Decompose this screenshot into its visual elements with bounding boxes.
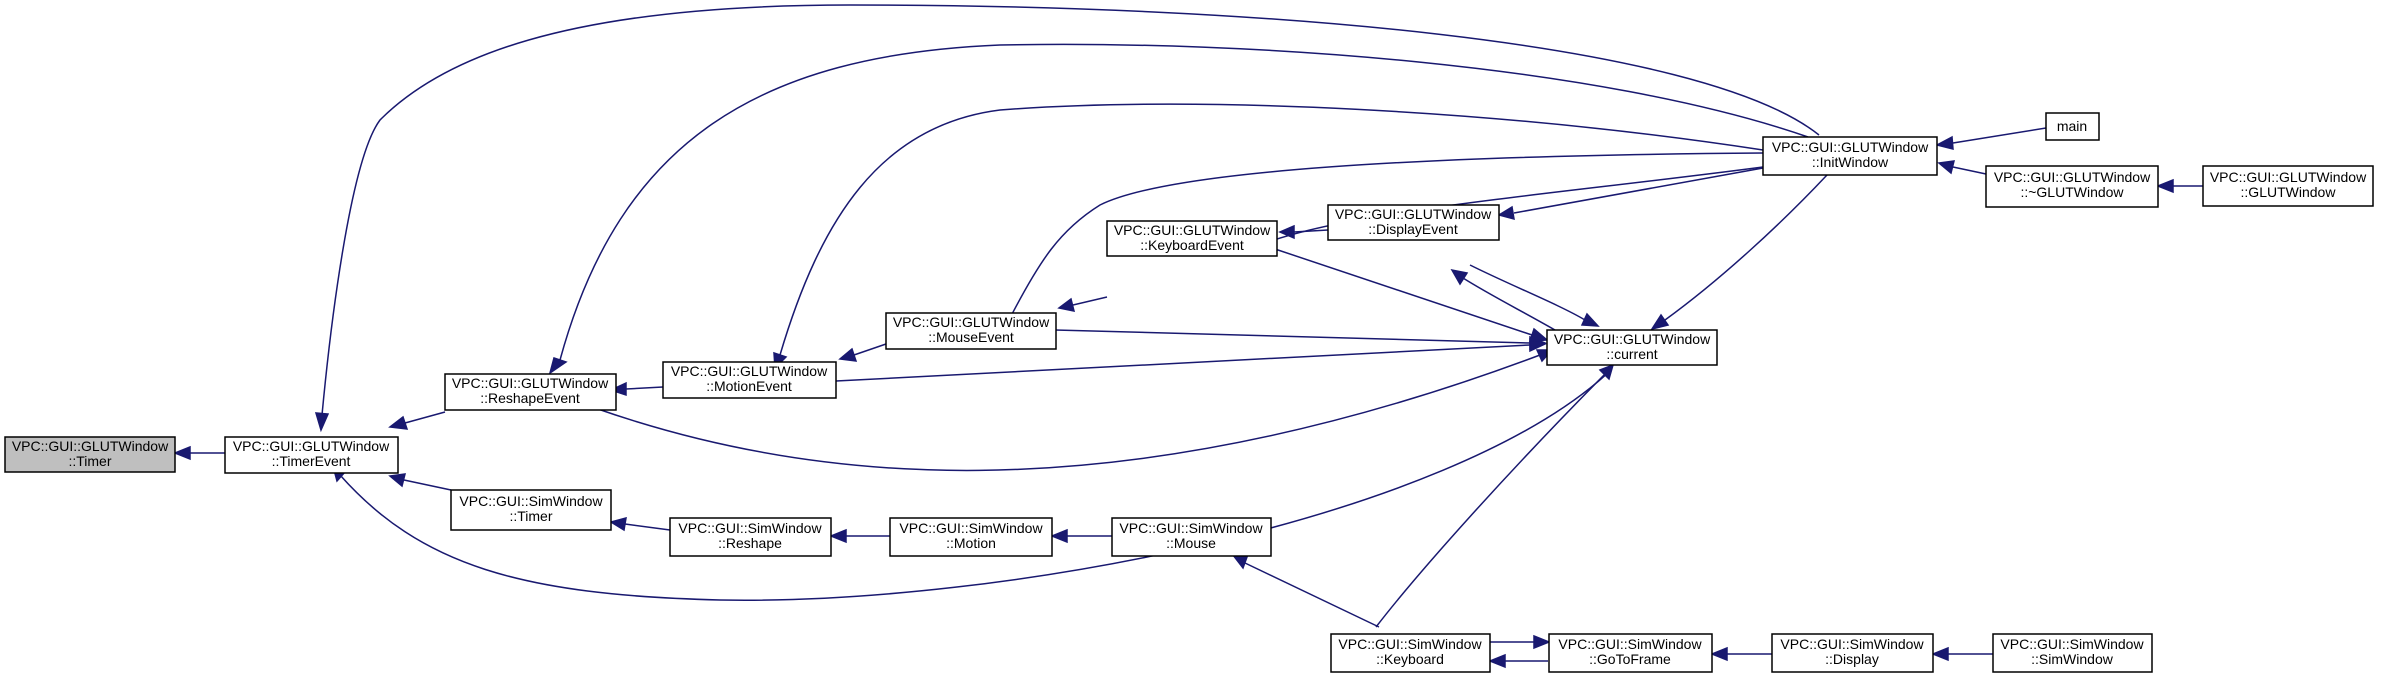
- svg-text:::SimWindow: ::SimWindow: [2031, 651, 2114, 667]
- node-simwindow-reshape[interactable]: VPC::GUI::SimWindow ::Reshape: [669, 517, 832, 557]
- svg-text:VPC::GUI::GLUTWindow: VPC::GUI::GLUTWindow: [1994, 169, 2151, 185]
- svg-text:::Mouse: ::Mouse: [1166, 535, 1216, 551]
- edge-current-displayevent: [1450, 268, 1556, 331]
- node-glutwindow-destructor[interactable]: VPC::GUI::GLUTWindow ::~GLUTWindow: [1985, 165, 2159, 208]
- edge-dtor-initwindow: [1937, 160, 1987, 175]
- node-main[interactable]: main: [2045, 112, 2100, 141]
- edge-keyboardevent-mouseevent: [1057, 296, 1108, 312]
- edge-timerevent-timer: [172, 445, 225, 461]
- node-glutwindow-displayevent[interactable]: VPC::GUI::GLUTWindow ::DisplayEvent: [1327, 204, 1500, 241]
- svg-text:VPC::GUI::GLUTWindow: VPC::GUI::GLUTWindow: [452, 375, 609, 391]
- svg-text:VPC::GUI::GLUTWindow: VPC::GUI::GLUTWindow: [233, 438, 390, 454]
- node-simwindow-gotoframe[interactable]: VPC::GUI::SimWindow ::GoToFrame: [1548, 633, 1713, 673]
- edge-current-initwindow: [1650, 174, 1828, 331]
- svg-text:VPC::GUI::SimWindow: VPC::GUI::SimWindow: [2000, 636, 2144, 652]
- svg-text:::Timer: ::Timer: [68, 453, 111, 469]
- node-glutwindow-timerevent[interactable]: VPC::GUI::GLUTWindow ::TimerEvent: [224, 436, 399, 474]
- svg-text:VPC::GUI::SimWindow: VPC::GUI::SimWindow: [1119, 520, 1263, 536]
- svg-text:::current: ::current: [1606, 346, 1657, 362]
- svg-text:main: main: [2057, 118, 2087, 134]
- node-glutwindow-motionevent[interactable]: VPC::GUI::GLUTWindow ::MotionEvent: [662, 361, 837, 399]
- edge-main-initwindow: [1934, 127, 2047, 150]
- svg-text:::ReshapeEvent: ::ReshapeEvent: [480, 390, 580, 406]
- node-glutwindow-constructor[interactable]: VPC::GUI::GLUTWindow ::GLUTWindow: [2202, 165, 2374, 207]
- svg-text:::~GLUTWindow: ::~GLUTWindow: [2020, 184, 2124, 200]
- edge-mouseevent-current: [1054, 329, 1548, 351]
- svg-text:::Display: ::Display: [1825, 651, 1879, 667]
- node-glutwindow-timer[interactable]: VPC::GUI::GLUTWindow ::Timer: [4, 436, 176, 473]
- edge-simtimer-timerevent: [388, 473, 452, 491]
- svg-text:::GoToFrame: ::GoToFrame: [1589, 651, 1671, 667]
- svg-text:::Reshape: ::Reshape: [718, 535, 782, 551]
- node-simwindow-constructor[interactable]: VPC::GUI::SimWindow ::SimWindow: [1992, 633, 2153, 673]
- node-simwindow-keyboard[interactable]: VPC::GUI::SimWindow ::Keyboard: [1330, 633, 1491, 673]
- svg-text:VPC::GUI::GLUTWindow: VPC::GUI::GLUTWindow: [671, 363, 828, 379]
- svg-text:VPC::GUI::GLUTWindow: VPC::GUI::GLUTWindow: [1554, 331, 1711, 347]
- edge-simkeyboard-simmouse: [1231, 553, 1380, 628]
- svg-text:VPC::GUI::SimWindow: VPC::GUI::SimWindow: [678, 520, 822, 536]
- graph-edges: [172, 4, 2203, 669]
- svg-text:VPC::GUI::SimWindow: VPC::GUI::SimWindow: [1338, 636, 1482, 652]
- svg-text:::GLUTWindow: ::GLUTWindow: [2241, 184, 2337, 200]
- svg-text:VPC::GUI::SimWindow: VPC::GUI::SimWindow: [899, 520, 1043, 536]
- edge-simmotion-simreshape: [828, 528, 890, 544]
- edge-simctor-simdisplay: [1930, 646, 1993, 662]
- svg-text:VPC::GUI::GLUTWindow: VPC::GUI::GLUTWindow: [893, 314, 1050, 330]
- node-glutwindow-reshapeevent[interactable]: VPC::GUI::GLUTWindow ::ReshapeEvent: [444, 373, 617, 411]
- svg-text:VPC::GUI::GLUTWindow: VPC::GUI::GLUTWindow: [1335, 206, 1492, 222]
- edge-motionevent-reshapeevent: [608, 381, 664, 397]
- svg-text:VPC::GUI::SimWindow: VPC::GUI::SimWindow: [459, 493, 603, 509]
- edge-simdisplay-gotoframe: [1709, 646, 1772, 662]
- node-simwindow-motion[interactable]: VPC::GUI::SimWindow ::Motion: [889, 517, 1053, 557]
- edge-keyboardevent-current: [1274, 248, 1549, 342]
- svg-text:::Timer: ::Timer: [509, 508, 552, 524]
- svg-text:::Motion: ::Motion: [946, 535, 996, 551]
- svg-text:VPC::GUI::GLUTWindow: VPC::GUI::GLUTWindow: [1772, 139, 1929, 155]
- edge-initwindow-keyboardevent: [1243, 166, 1764, 253]
- svg-text:::Keyboard: ::Keyboard: [1376, 651, 1444, 667]
- svg-text:::TimerEvent: ::TimerEvent: [272, 453, 351, 469]
- edge-simmouse-simmotion: [1049, 528, 1112, 544]
- node-glutwindow-keyboardevent[interactable]: VPC::GUI::GLUTWindow ::KeyboardEvent: [1106, 220, 1278, 257]
- svg-text:VPC::GUI::SimWindow: VPC::GUI::SimWindow: [1558, 636, 1702, 652]
- svg-text:VPC::GUI::GLUTWindow: VPC::GUI::GLUTWindow: [1114, 222, 1271, 238]
- svg-text:::MotionEvent: ::MotionEvent: [706, 378, 792, 394]
- edge-simkeyboard-gotoframe: [1490, 634, 1552, 650]
- node-glutwindow-mouseevent[interactable]: VPC::GUI::GLUTWindow ::MouseEvent: [885, 312, 1057, 350]
- node-simwindow-display[interactable]: VPC::GUI::SimWindow ::Display: [1771, 633, 1934, 673]
- svg-text:VPC::GUI::SimWindow: VPC::GUI::SimWindow: [1780, 636, 1924, 652]
- edge-initwindow-timerevent: [314, 4, 1820, 433]
- svg-text:::KeyboardEvent: ::KeyboardEvent: [1140, 237, 1244, 253]
- edge-initwindow-reshapeevent: [548, 43, 1809, 375]
- edge-gotoframe-simkeyboard: [1487, 653, 1548, 669]
- svg-text:::DisplayEvent: ::DisplayEvent: [1368, 221, 1458, 237]
- edge-ctor-dtor: [2155, 178, 2203, 194]
- edge-initwindow-displayevent: [1497, 167, 1764, 221]
- edge-displayevent-current: [1469, 264, 1600, 327]
- edge-simreshape-simtimer: [609, 516, 671, 532]
- svg-text:VPC::GUI::GLUTWindow: VPC::GUI::GLUTWindow: [12, 438, 169, 454]
- node-simwindow-mouse[interactable]: VPC::GUI::SimWindow ::Mouse: [1111, 517, 1272, 557]
- edge-reshapeevent-timerevent: [388, 411, 446, 430]
- node-glutwindow-initwindow[interactable]: VPC::GUI::GLUTWindow ::InitWindow: [1762, 136, 1938, 176]
- svg-text:VPC::GUI::GLUTWindow: VPC::GUI::GLUTWindow: [2210, 169, 2367, 185]
- edge-mouseevent-motionevent: [838, 343, 887, 362]
- edge-simkeyboard-current: [1375, 363, 1615, 628]
- node-glutwindow-current[interactable]: VPC::GUI::GLUTWindow ::current: [1546, 329, 1718, 366]
- svg-text:::InitWindow: ::InitWindow: [1812, 154, 1889, 170]
- graph-nodes: VPC::GUI::GLUTWindow ::Timer VPC::GUI::G…: [4, 112, 2374, 673]
- svg-text:::MouseEvent: ::MouseEvent: [928, 329, 1014, 345]
- node-simwindow-timer[interactable]: VPC::GUI::SimWindow ::Timer: [450, 489, 612, 531]
